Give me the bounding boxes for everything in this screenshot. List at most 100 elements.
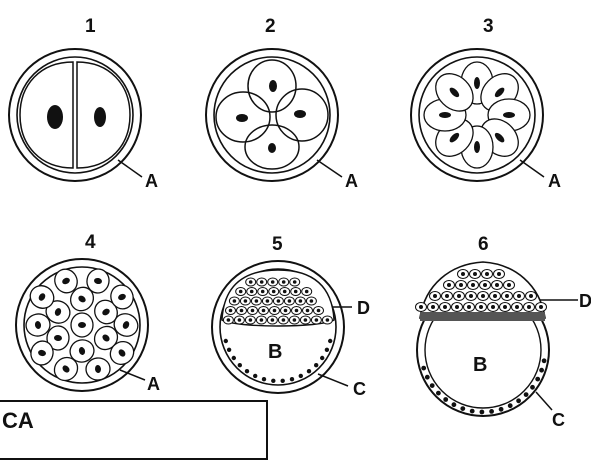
trophoblast-nucleus [516,398,521,403]
trophoblast-nucleus [325,348,329,352]
trophoblast-nucleus [530,385,535,390]
trophoblast-nucleus [314,363,318,367]
nucleus [47,105,63,129]
stage-number: 2 [265,16,276,37]
icm-nucleus [238,318,242,322]
icm-nucleus [431,305,435,309]
icm-nucleus [493,294,497,298]
icm-nucleus [433,294,437,298]
icm-nucleus [283,290,287,294]
icm-nucleus [443,305,447,309]
trophoblast-nucleus [271,379,275,383]
callout-line-a [317,160,342,177]
nucleus [474,141,480,153]
trophoblast-nucleus [443,397,448,402]
icm-nucleus [529,294,533,298]
trophoblast-nucleus [480,410,485,415]
icm-nucleus [315,318,319,322]
nucleus [294,110,306,118]
icm-nucleus [293,280,297,284]
icm-nucleus [306,309,310,313]
icm-nucleus [260,280,264,284]
icm-nucleus [240,309,244,313]
icm-nucleus [266,299,270,303]
callout-line-a [520,160,544,177]
trophoblast-nucleus [281,379,285,383]
nucleus [268,143,276,153]
icm-nucleus [455,305,459,309]
icm-nucleus [515,305,519,309]
callout-label-c: C [353,379,366,399]
stage-2: 2 A [206,16,358,191]
zona-pellucida-outer [9,49,141,181]
trophoblast-nucleus [307,369,311,373]
icm-nucleus [503,305,507,309]
nucleus [94,107,106,127]
trophoblast-nucleus [262,377,266,381]
callout-label-c: C [552,410,565,430]
trophoblast-nucleus [539,368,544,373]
icm-nucleus [284,309,288,313]
icm-nucleus [250,290,254,294]
callout-label-d: D [579,291,591,311]
icm-nucleus [483,283,487,287]
icm-nucleus [271,318,275,322]
nucleus [78,322,86,328]
icm-nucleus [419,305,423,309]
icm-nucleus [260,318,264,322]
cavity-label-b: B [268,341,282,363]
icm-nucleus [467,305,471,309]
stage-5: 5 B D C [212,234,370,399]
trophoblast-nucleus [238,363,242,367]
icm-nucleus [310,299,314,303]
callout-label-a: A [548,171,561,191]
icm-nucleus [527,305,531,309]
icm-nucleus [317,309,321,313]
icm-nucleus [294,290,298,294]
icm-nucleus [249,280,253,284]
stage-number: 5 [272,234,283,255]
stage-number: 6 [478,234,489,255]
callout-line-c [536,392,552,410]
icm-nucleus [471,283,475,287]
icm-nucleus [305,290,309,294]
icm-nucleus [229,309,233,313]
trophoblast-nucleus [290,377,294,381]
trophoblast-nucleus [436,391,441,396]
icm-nucleus [293,318,297,322]
stage-6: 6 B D C [416,234,591,430]
trophoblast-nucleus [425,375,430,380]
zona-pellucida-inner [214,57,330,173]
icm-nucleus [457,294,461,298]
icm-nucleus [505,294,509,298]
icm-nucleus [447,283,451,287]
nucleus [439,112,451,118]
trophoblast-nucleus [299,374,303,378]
trophoblast-nucleus [245,369,249,373]
trophoblast-nucleus [524,392,529,397]
icm-nucleus [539,305,543,309]
icm-nucleus [495,283,499,287]
blastomere-left [20,62,73,168]
callout-label-a: A [345,171,358,191]
icm-nucleus [272,290,276,294]
icm-nucleus [239,290,243,294]
callout-label-a: A [145,171,158,191]
nucleus [236,114,248,122]
trophoblast-nucleus [460,406,465,411]
trophoblast-nucleus [320,356,324,360]
callout-line-c [318,374,348,386]
trophoblast-nucleus [489,409,494,414]
icm-nucleus [271,280,275,284]
trophoblast-nucleus [328,339,332,343]
icm-nucleus [461,272,465,276]
trophoblast-nucleus [499,407,504,412]
icm-nucleus [295,309,299,313]
icm-nucleus [481,294,485,298]
nucleus [503,112,515,118]
icm-nucleus [277,299,281,303]
trophoblast-nucleus [227,348,231,352]
stage-number: 3 [483,16,494,37]
trophoblast-nucleus [542,358,547,363]
stage-number: 1 [85,16,96,37]
